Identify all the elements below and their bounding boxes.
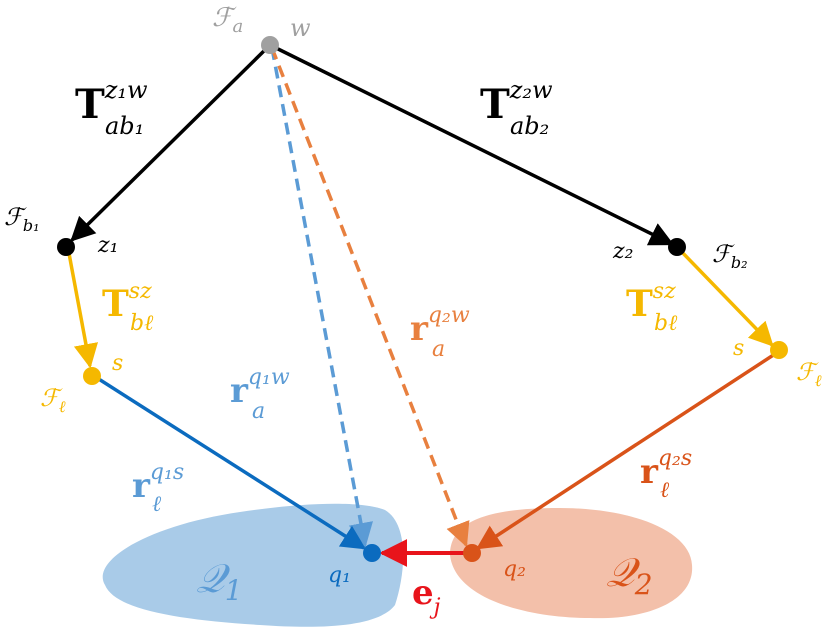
point-q1	[363, 544, 381, 562]
vector-rl-q2	[475, 350, 779, 550]
transform-arrow-bl-left	[66, 247, 99, 369]
point-s-right-label: s	[733, 336, 744, 361]
region-q1	[102, 503, 404, 627]
region-q2	[450, 508, 693, 619]
point-s-left-label: s	[112, 351, 123, 376]
vector-rl-q1	[93, 374, 367, 550]
point-z2-label: z₂	[612, 239, 633, 264]
point-z1-label: z₁	[97, 233, 118, 258]
point-z2	[668, 238, 686, 256]
vector-ra-q2	[270, 47, 470, 548]
point-q2	[463, 544, 481, 562]
vector-ej-label: ej	[412, 573, 441, 620]
vector-ra-q1	[270, 47, 373, 548]
point-z1	[57, 238, 75, 256]
point-s-left	[83, 367, 101, 385]
point-q1-label: q₁	[328, 563, 351, 588]
transform-arrow-bl-right	[676, 246, 774, 347]
region-q2-label: 𝒬2	[606, 550, 653, 601]
point-q2-label: q₂	[503, 557, 526, 582]
point-w	[261, 36, 279, 54]
frame-a-label: ℱa	[212, 3, 243, 37]
point-w-label: w	[290, 14, 311, 42]
point-s-right	[770, 341, 788, 359]
transform-arrow-ab2	[269, 43, 675, 246]
frame-l-left-label: ℱℓ	[40, 384, 66, 416]
frame-b1-label: ℱb₁	[4, 203, 40, 235]
frame-l-right-label: ℱℓ	[796, 358, 822, 390]
transform-arrow-ab1	[70, 43, 272, 242]
frame-b2-label: ℱb₂	[712, 240, 748, 272]
